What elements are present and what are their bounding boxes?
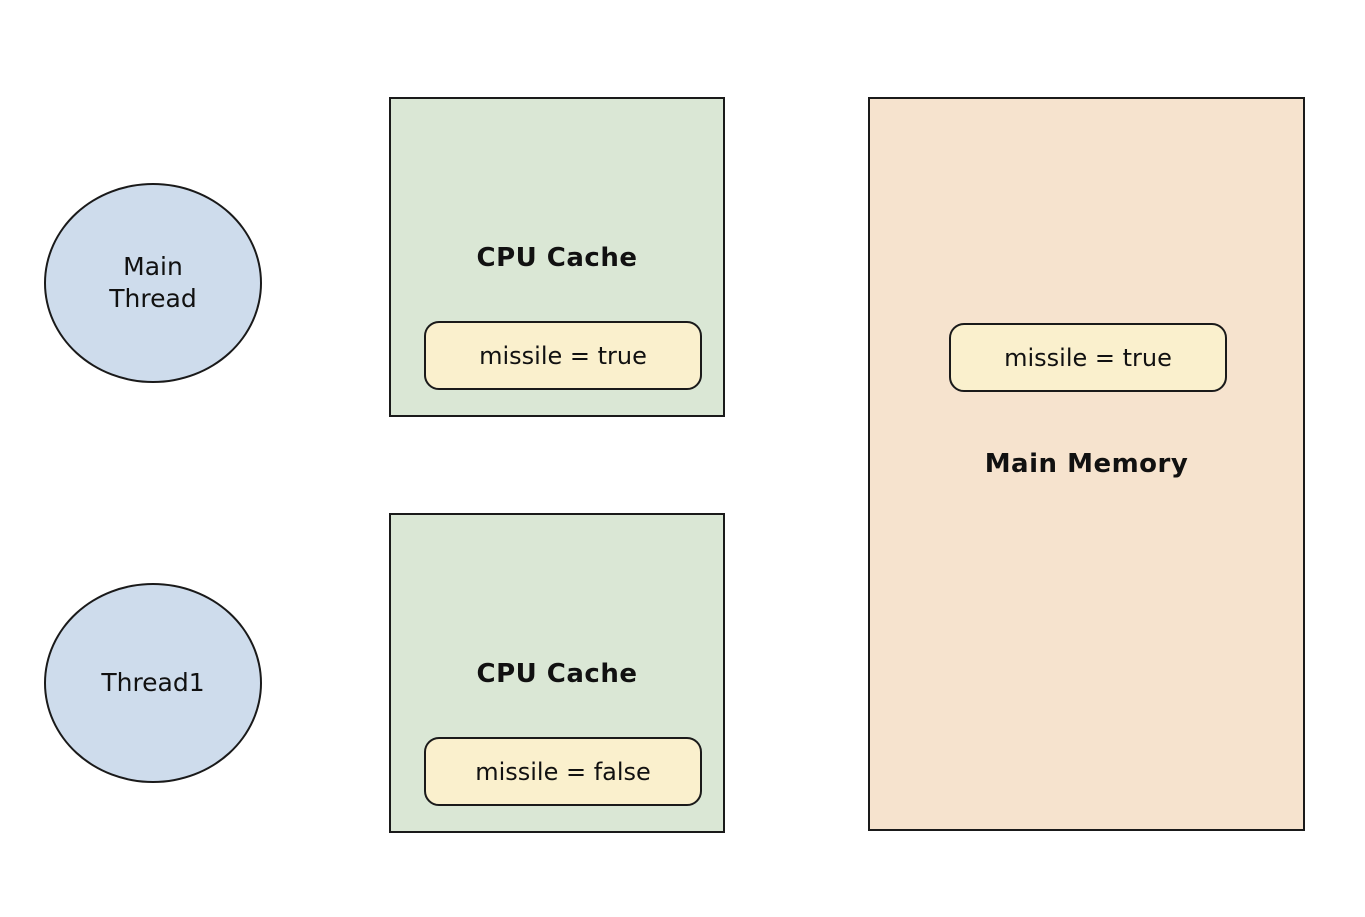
- main-memory-title: Main Memory: [984, 449, 1189, 479]
- thread1-circle: Thread1: [44, 583, 262, 783]
- cpu-cache-box-bottom: CPU Cache missile = false: [389, 513, 725, 833]
- main-thread-label: Main Thread: [109, 251, 197, 314]
- cpu-cache-title: CPU Cache: [476, 243, 638, 273]
- cache-value-text: missile = true: [479, 341, 647, 370]
- cpu-cache-box-top: CPU Cache missile = true: [389, 97, 725, 417]
- main-memory-box: missile = true Main Memory: [868, 97, 1305, 831]
- memory-value-pill: missile = true: [949, 323, 1227, 392]
- cache-value-pill: missile = true: [424, 321, 702, 390]
- cache-value-text: missile = false: [475, 757, 651, 786]
- cache-value-pill: missile = false: [424, 737, 702, 806]
- thread1-label: Thread1: [101, 667, 205, 697]
- main-thread-circle: Main Thread: [44, 183, 262, 383]
- memory-value-text: missile = true: [1004, 343, 1172, 372]
- cpu-cache-title: CPU Cache: [476, 659, 638, 689]
